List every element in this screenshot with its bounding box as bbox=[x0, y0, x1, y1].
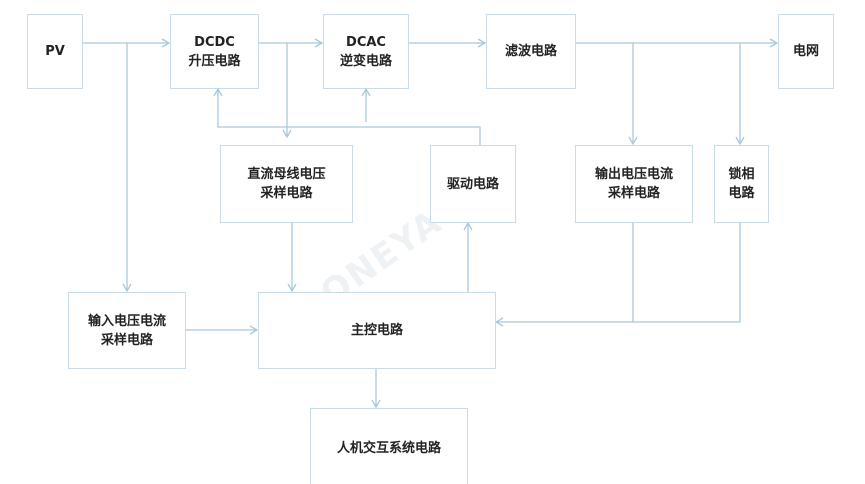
pll-block: 锁相 电路 bbox=[714, 145, 769, 223]
main-control-label: 主控电路 bbox=[350, 323, 403, 338]
dcbus-sampling-label: 直流母线电压 bbox=[247, 167, 326, 182]
filter-block: 滤波电路 bbox=[486, 14, 576, 89]
main-control-block: 主控电路 bbox=[258, 292, 496, 369]
dcdc-label: DCDC bbox=[194, 34, 235, 50]
pv-label: PV bbox=[45, 44, 65, 59]
filter-label: 滤波电路 bbox=[504, 44, 557, 59]
pv-block: PV bbox=[27, 14, 83, 89]
grid-block: 电网 bbox=[778, 14, 834, 89]
dcbus-sampling-block: 直流母线电压 采样电路 bbox=[220, 145, 353, 223]
hmi-label: 人机交互系统电路 bbox=[336, 440, 441, 456]
dcac-label: DCAC bbox=[346, 34, 386, 50]
output-sampling-label: 输出电压电流 bbox=[594, 167, 673, 182]
pll-to-main bbox=[633, 222, 741, 323]
dcac-block: DCAC 逆变电路 bbox=[323, 14, 409, 89]
output-sampling-to-main bbox=[494, 222, 634, 327]
grid-label: 电网 bbox=[792, 44, 819, 59]
driver-to-dcdc bbox=[213, 87, 481, 145]
input-sampling-block: 输入电压电流 采样电路 bbox=[68, 292, 186, 369]
output-sampling-sublabel: 采样电路 bbox=[607, 186, 660, 201]
input-sampling-label: 输入电压电流 bbox=[87, 313, 166, 329]
dcdc-sublabel: 升压电路 bbox=[188, 53, 241, 69]
driver-label: 驱动电路 bbox=[446, 176, 499, 192]
output-sampling-block: 输出电压电流 采样电路 bbox=[575, 145, 693, 223]
driver-block: 驱动电路 bbox=[430, 145, 516, 223]
pll-sublabel: 电路 bbox=[728, 186, 755, 201]
dcac-sublabel: 逆变电路 bbox=[339, 53, 392, 69]
input-sampling-sublabel: 采样电路 bbox=[100, 332, 153, 348]
hmi-block: 人机交互系统电路 bbox=[310, 408, 468, 484]
dcbus-sampling-sublabel: 采样电路 bbox=[260, 186, 313, 201]
pll-label: 锁相 bbox=[728, 167, 755, 182]
dcdc-block: DCDC 升压电路 bbox=[170, 14, 259, 89]
